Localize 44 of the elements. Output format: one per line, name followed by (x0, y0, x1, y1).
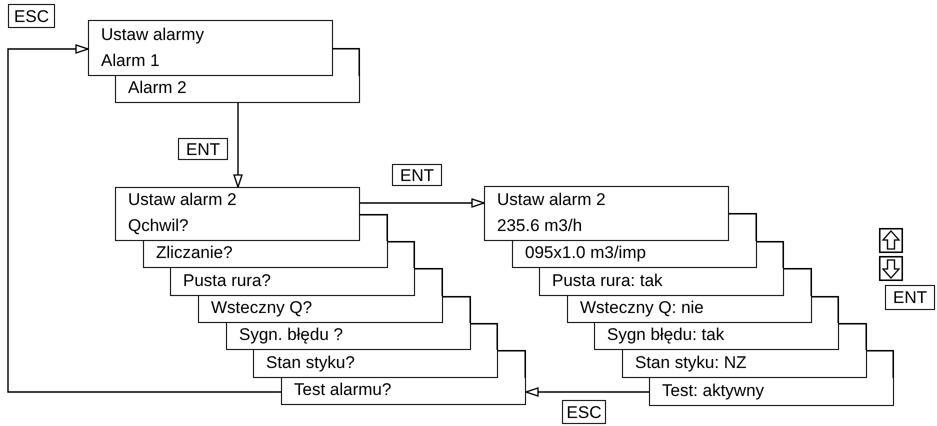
menu-text: Ustaw alarm 2 (497, 189, 606, 211)
menu-box (512, 241, 757, 268)
key-label: ENT (392, 164, 442, 186)
arrow (233, 103, 243, 188)
key-label: ENT (885, 285, 935, 310)
menu-text: Pusta rura: tak (552, 270, 663, 292)
menu-text: Wsteczny Q: nie (580, 297, 704, 319)
menu-box (226, 323, 471, 350)
menu-box (143, 241, 388, 268)
menu-box (649, 378, 894, 406)
menu-text: Alarm 2 (128, 77, 187, 99)
menu-box (622, 350, 867, 378)
menu-text: 235.6 m3/h (497, 215, 582, 237)
menu-text: Ustaw alarmy (101, 24, 204, 46)
menu-text: 095x1.0 m3/imp (525, 242, 646, 264)
menu-text: Wsteczny Q? (211, 297, 312, 319)
menu-text: Sygn. błędu ? (239, 324, 343, 346)
menu-text: Test alarmu? (294, 379, 392, 401)
menu-box (539, 268, 784, 296)
key-label: ENT (178, 138, 228, 160)
menu-text: Qchwil? (128, 215, 188, 237)
menu-text: Pusta rura? (183, 270, 271, 292)
menu-box (281, 378, 526, 405)
menu-text: Zliczanie? (156, 242, 233, 264)
arrow (525, 387, 649, 397)
menu-box (115, 187, 360, 241)
key-label: ESC (8, 4, 55, 28)
menu-box (484, 186, 729, 241)
menu-text: Sygn błędu: tak (607, 324, 724, 346)
menu-text: Ustaw alarm 2 (128, 189, 237, 211)
menu-text: Stan styku: NZ (635, 352, 746, 374)
menu-text: Stan styku? (266, 352, 355, 374)
menu-box (170, 268, 415, 296)
key-label: ESC (562, 400, 606, 424)
menu-text: Test: aktywny (662, 380, 764, 402)
menu-box (115, 76, 360, 103)
arrow (7, 44, 281, 393)
menu-box (567, 296, 812, 323)
menu-box (198, 296, 443, 323)
arrow (360, 198, 485, 208)
menu-box (88, 20, 333, 76)
menu-box (253, 350, 498, 378)
menu-box (594, 323, 839, 350)
menu-text: Alarm 1 (101, 50, 160, 72)
